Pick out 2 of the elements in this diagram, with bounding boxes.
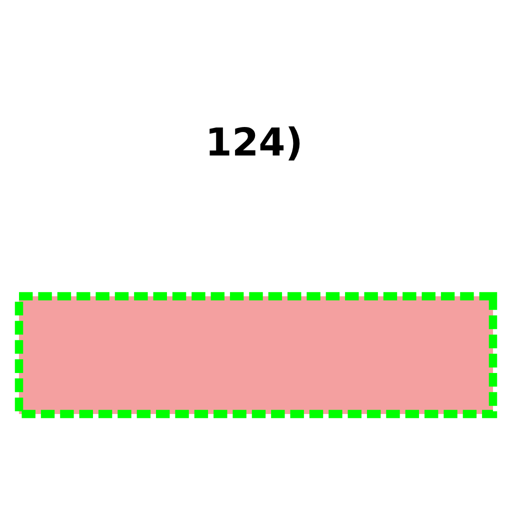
label: 124) — [205, 120, 303, 166]
node-box — [14, 292, 498, 418]
